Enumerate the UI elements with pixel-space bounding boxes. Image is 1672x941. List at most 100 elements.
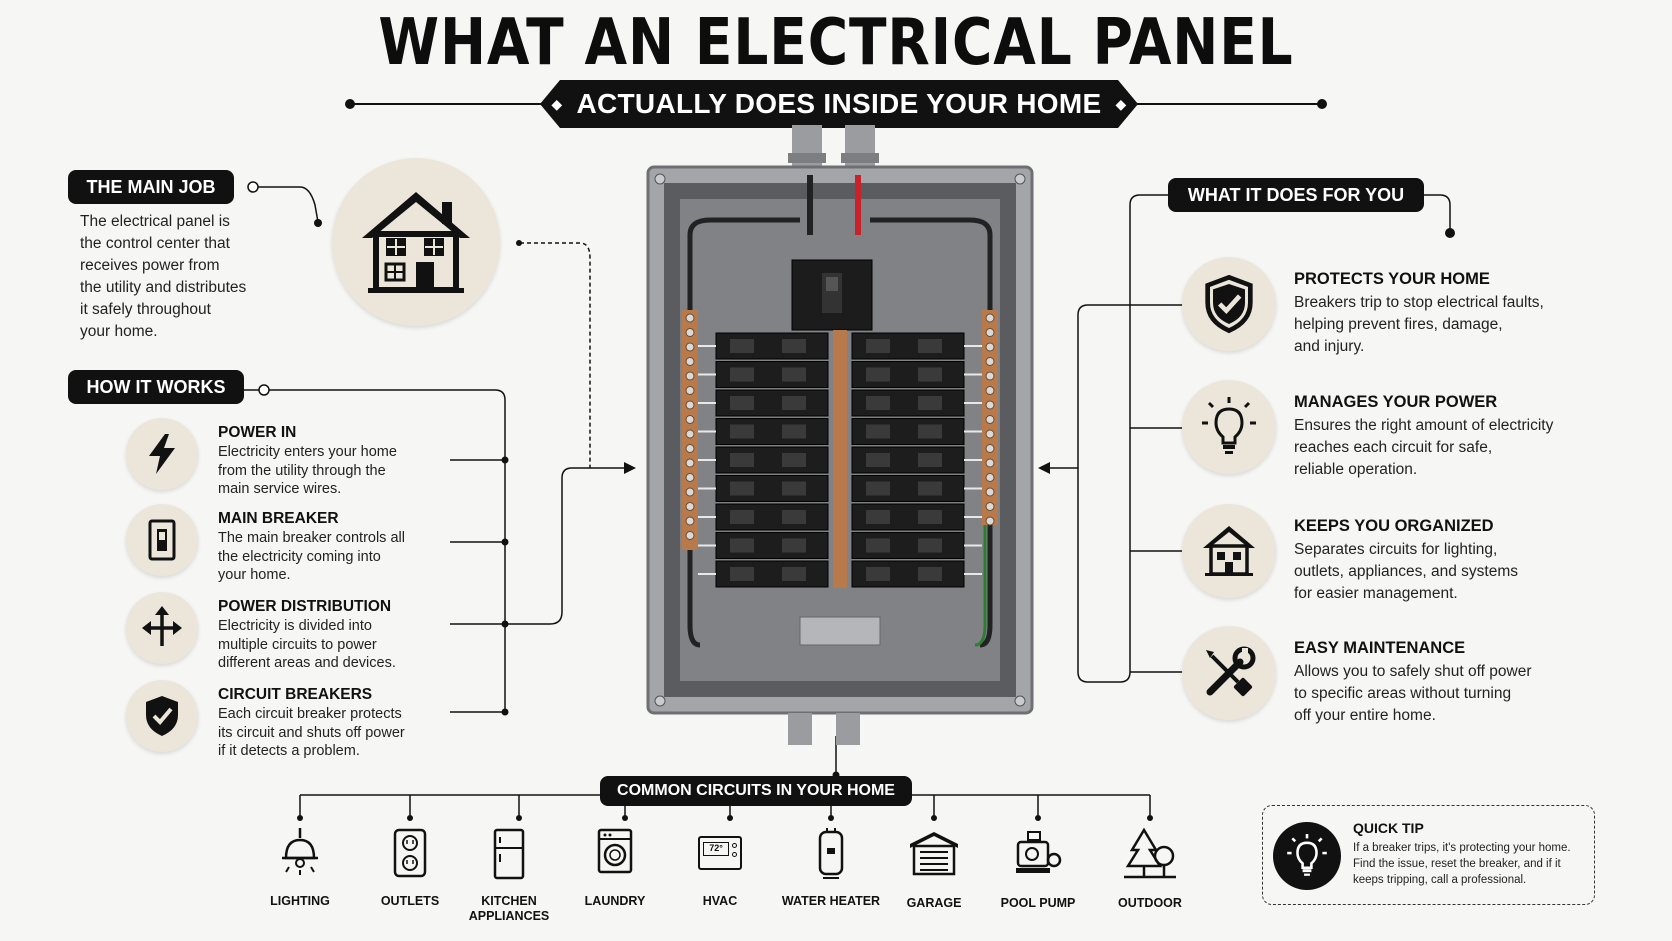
terminal-screw: [985, 342, 995, 352]
breaker-handle: [866, 453, 890, 467]
circuit-label: WATER HEATER: [781, 894, 881, 908]
how-it-works-heading: HOW IT WORKS: [68, 370, 244, 404]
breaker-handle: [730, 453, 754, 467]
benefit-icon-circle: [1182, 380, 1276, 474]
shield-check-icon: [1205, 274, 1253, 334]
desc-line: its circuit and shuts off power: [218, 724, 405, 741]
how-item-main-breaker: MAIN BREAKER The main breaker controls a…: [126, 504, 466, 583]
circuit-label: POOL PUMP: [1000, 896, 1076, 910]
breaker-handle: [866, 367, 890, 382]
benefit-title: PROTECTS YOUR HOME: [1294, 270, 1490, 288]
terminal-screw: [685, 342, 695, 352]
desc-line: helping prevent fires, damage,: [1294, 316, 1503, 333]
breaker-handle: [730, 396, 754, 410]
desc-line: main service wires.: [218, 481, 342, 497]
breaker-handle: [918, 453, 942, 467]
lightbulb-icon: [1287, 834, 1327, 876]
benefit-manages: MANAGES YOUR POWER Ensures the right amo…: [1182, 380, 1602, 478]
breaker-handle: [918, 424, 942, 439]
desc-line: the electricity coming into: [218, 548, 381, 565]
tip-line: keeps tripping, call a professional.: [1353, 874, 1527, 886]
breaker-handle: [918, 396, 942, 410]
desc-line: Separates circuits for lighting,: [1294, 541, 1498, 558]
tip-line: Find the issue, reset the breaker, and i…: [1353, 858, 1561, 870]
benefit-desc: Separates circuits for lighting, outlets…: [1294, 539, 1594, 605]
breaker-handle: [866, 396, 890, 410]
how-item-circuit-breakers: CIRCUIT BREAKERS Each circuit breaker pr…: [126, 680, 466, 759]
what-it-does-heading: WHAT IT DOES FOR YOU: [1168, 178, 1424, 212]
breaker-handle: [782, 510, 806, 524]
circuit-label: OUTLETS: [380, 894, 440, 908]
desc-line: for easier management.: [1294, 585, 1458, 602]
breaker-handle: [782, 538, 806, 553]
refrigerator-icon: [493, 828, 525, 880]
breaker-handle: [918, 567, 942, 581]
thermostat-button: [732, 843, 737, 848]
terminal-screw: [985, 502, 995, 511]
desc-line: Electricity is divided into: [218, 618, 372, 634]
terminal-screw: [685, 502, 695, 511]
how-item-icon-circle: [126, 592, 198, 664]
house-icon: [362, 192, 470, 293]
lightbulb-icon: [1202, 397, 1256, 454]
main-job-line: the control center that: [80, 235, 230, 252]
breaker-handle: [918, 481, 942, 496]
breaker-handle: [730, 567, 754, 581]
breaker-handle: [782, 567, 806, 581]
circuit-label: LAUNDRY: [584, 894, 646, 908]
desc-line: Allows you to safely shut off power: [1294, 663, 1532, 680]
thermostat-readout: 72°: [703, 842, 729, 856]
breaker-handle: [866, 424, 890, 439]
benefit-desc: Allows you to safely shut off power to s…: [1294, 661, 1594, 727]
breaker-handle: [782, 424, 806, 439]
terminal-screw: [685, 487, 695, 497]
terminal-screw: [685, 473, 695, 482]
terminal-screw: [685, 386, 695, 395]
desc-line: multiple circuits to power: [218, 636, 377, 653]
desc-line: reliable operation.: [1294, 461, 1418, 478]
breaker-handle: [866, 510, 890, 524]
terminal-screw: [685, 357, 695, 366]
desc-line: Breakers trip to stop electrical faults,: [1294, 294, 1544, 311]
tip-icon-circle: [1273, 822, 1341, 890]
bus-bar: [833, 330, 847, 588]
benefit-desc: Ensures the right amount of electricity …: [1294, 415, 1594, 481]
terminal-screw: [985, 444, 995, 453]
terminal-screw: [685, 313, 695, 323]
breaker-handle: [730, 510, 754, 524]
bottom-conduit: [788, 713, 812, 745]
desc-line: Ensures the right amount of electricity: [1294, 417, 1554, 434]
desc-line: Electricity enters your home: [218, 444, 397, 460]
benefit-organized: KEEPS YOU ORGANIZED Separates circuits f…: [1182, 504, 1602, 602]
common-circuits-row: LIGHTING OUTLETS KITCHEN APPLIANCES: [250, 826, 1210, 936]
breaker-handle: [866, 339, 890, 353]
desc-line: outlets, appliances, and systems: [1294, 563, 1519, 580]
breaker-handle: [730, 538, 754, 553]
benefit-icon-circle: [1182, 626, 1276, 720]
terminal-screw: [985, 386, 995, 395]
split-arrows-icon: [142, 606, 182, 646]
benefit-title: MANAGES YOUR POWER: [1294, 393, 1498, 411]
desc-line: reaches each circuit for safe,: [1294, 439, 1493, 456]
how-item-icon-circle: [126, 418, 198, 490]
how-item-desc: The main breaker controls all the electr…: [218, 529, 468, 585]
main-job-text: The electrical panel is the control cent…: [80, 211, 280, 343]
main-job-line: receives power from: [80, 257, 220, 274]
desc-line: off your entire home.: [1294, 707, 1436, 724]
terminal-screw: [985, 487, 995, 497]
how-item-title: POWER IN: [218, 424, 297, 441]
terminal-screw: [685, 328, 695, 337]
desc-line: Each circuit breaker protects: [218, 706, 402, 722]
desc-line: to specific areas without turning: [1294, 685, 1512, 702]
breaker-handle: [918, 367, 942, 382]
terminal-screw: [685, 531, 695, 540]
main-job-heading: THE MAIN JOB: [68, 170, 234, 204]
benefit-icon-circle: [1182, 257, 1276, 351]
breaker-handle: [866, 481, 890, 496]
electrical-panel-illustration: [646, 125, 1034, 745]
common-circuits-heading: COMMON CIRCUITS IN YOUR HOME: [600, 776, 912, 806]
terminal-screw: [985, 473, 995, 482]
how-item-title: CIRCUIT BREAKERS: [218, 686, 373, 703]
bottom-conduit: [836, 713, 860, 745]
circuit-label: KITCHEN APPLIANCES: [468, 894, 550, 923]
